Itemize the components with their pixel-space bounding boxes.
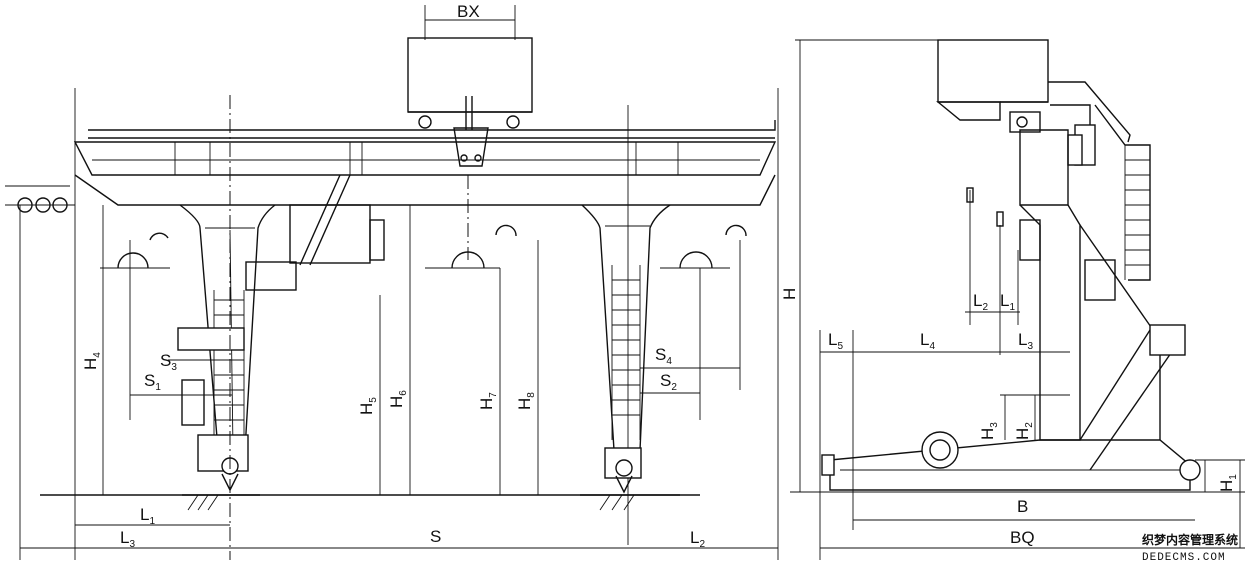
- main-girder: [73, 120, 777, 266]
- label-s3: S3: [160, 351, 177, 373]
- label-side-l2: L2: [973, 291, 988, 313]
- label-h4: H4: [81, 352, 103, 370]
- label-h5: H5: [357, 397, 379, 415]
- label-s: S: [430, 527, 441, 546]
- label-h8: H8: [515, 392, 537, 410]
- label-h7: H7: [477, 392, 499, 410]
- label-h: H: [780, 288, 799, 300]
- left-ladder: [213, 290, 245, 440]
- label-l2: L2: [690, 528, 705, 550]
- label-s4: S4: [655, 345, 672, 367]
- side-view: H B BQ H1 H2 H3 L1 L2 L3 L4 L5: [780, 39, 1245, 560]
- watermark: 织梦内容管理系统 DEDECMS.COM: [1142, 532, 1238, 564]
- rail-circles: [5, 185, 75, 213]
- label-s2: S2: [660, 371, 677, 393]
- label-side-l1: L1: [1000, 291, 1015, 313]
- label-s1: S1: [144, 371, 161, 393]
- label-side-l5: L5: [828, 330, 843, 352]
- label-side-h2: H2: [1013, 422, 1035, 440]
- label-l3: L3: [120, 528, 135, 550]
- watermark-line1: 织梦内容管理系统: [1142, 532, 1238, 547]
- right-ladder: [611, 265, 641, 440]
- label-b: B: [1017, 497, 1028, 516]
- side-stairs: [1094, 104, 1151, 281]
- front-vertical-dims: [19, 88, 779, 560]
- label-l1: L1: [140, 505, 155, 527]
- label-bq: BQ: [1010, 528, 1035, 547]
- trolley: [407, 5, 533, 167]
- label-side-l3: L3: [1018, 330, 1033, 352]
- watermark-line2: DEDECMS.COM: [1142, 552, 1226, 564]
- label-h6: H6: [387, 390, 409, 408]
- right-leg: [580, 105, 680, 545]
- front-horizontal-dims: [20, 494, 778, 549]
- front-view: BX S L1 L3 L2 H4 H5 H6 H7 H8 S1 S3 S4 S2: [5, 2, 779, 560]
- side-dims: [790, 39, 1245, 560]
- label-side-h1: H1: [1217, 474, 1239, 492]
- label-side-h3: H3: [978, 422, 1000, 440]
- left-leg: [177, 204, 385, 511]
- label-bx: BX: [457, 2, 480, 21]
- label-side-l4: L4: [920, 330, 935, 352]
